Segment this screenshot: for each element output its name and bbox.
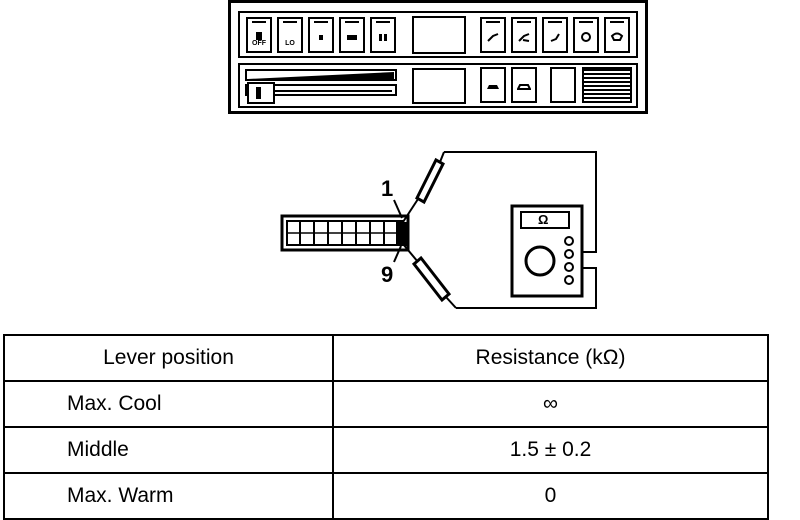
resistance-cell: ∞ — [332, 380, 769, 428]
panel-lever-row — [238, 63, 638, 108]
lever-cell: Middle — [3, 426, 334, 474]
indicator-mark — [579, 21, 593, 23]
resistance-table: Lever position Resistance (kΩ) Max. Cool… — [3, 334, 769, 520]
indicator-mark — [252, 21, 266, 23]
foot-defrost-icon — [581, 32, 591, 42]
test-probe-bottom — [402, 243, 597, 309]
fan-2-icon — [319, 35, 323, 40]
vent-grille — [582, 67, 632, 103]
fan-off-button[interactable]: OFF — [246, 17, 272, 53]
meter-jack — [564, 262, 574, 272]
indicator-mark — [486, 21, 500, 23]
mode-vent-button[interactable] — [480, 17, 506, 53]
ohmmeter — [510, 204, 584, 298]
indicator-mark — [314, 21, 328, 23]
fresh-air-icon — [487, 85, 499, 89]
ohmmeter-connection-diagram — [280, 151, 597, 309]
indicator-mark — [517, 21, 531, 23]
header-resistance: Resistance (kΩ) — [332, 334, 769, 382]
indicator-mark — [610, 21, 624, 23]
table-header-row: Lever position Resistance (kΩ) — [3, 334, 769, 382]
meter-jack — [564, 236, 574, 246]
foot-icon — [550, 33, 560, 42]
mode-bi-level-button[interactable] — [511, 17, 537, 53]
bi-level-icon — [518, 33, 530, 42]
table-row: Max. Cool ∞ — [3, 380, 769, 428]
recirculate-icon — [517, 84, 531, 90]
fan-off-label: OFF — [252, 40, 266, 47]
table-row: Max. Warm 0 — [3, 472, 769, 520]
table-row: Middle 1.5 ± 0.2 — [3, 426, 769, 474]
fresh-air-button[interactable] — [480, 67, 506, 103]
meter-jack — [564, 275, 574, 285]
vent-icon — [487, 33, 499, 42]
fan-hi-button[interactable] — [370, 17, 396, 53]
fan-3-icon — [347, 35, 357, 40]
defrost-icon — [610, 32, 624, 41]
indicator-mark — [345, 21, 359, 23]
header-lever-position: Lever position — [3, 334, 334, 382]
ohm-icon: Ω — [538, 212, 549, 227]
resistance-cell: 1.5 ± 0.2 — [332, 426, 769, 474]
pin-9-pointer — [393, 245, 402, 263]
indicator-mark — [548, 21, 562, 23]
indicator-mark — [376, 21, 390, 23]
pin-1-label: 1 — [381, 176, 394, 201]
mode-foot-defrost-button[interactable] — [573, 17, 599, 53]
temperature-lever-track — [245, 69, 397, 104]
meter-display — [520, 211, 570, 229]
test-probe-top — [402, 151, 597, 253]
fan-hi-icon — [379, 34, 387, 41]
heater-control-panel: OFF LO — [228, 0, 648, 114]
indicator-mark — [283, 21, 297, 23]
meter-dial — [524, 245, 556, 277]
pin-1-pointer — [393, 199, 403, 219]
fan-off-icon — [256, 32, 262, 40]
lever-cell: Max. Cool — [3, 380, 334, 428]
fan-lo-button[interactable]: LO — [277, 17, 303, 53]
panel-slot — [550, 67, 576, 103]
mode-defrost-button[interactable] — [604, 17, 630, 53]
lever-window — [412, 68, 466, 104]
meter-jack — [564, 249, 574, 259]
fan-3-button[interactable] — [339, 17, 365, 53]
lever-cell: Max. Warm — [3, 472, 334, 520]
resistance-cell: 0 — [332, 472, 769, 520]
display-window — [412, 16, 466, 54]
pin-9-label: 9 — [381, 262, 394, 287]
fan-lo-label: LO — [285, 40, 295, 47]
mode-foot-button[interactable] — [542, 17, 568, 53]
recirculate-button[interactable] — [511, 67, 537, 103]
connector — [280, 214, 410, 252]
fan-2-button[interactable] — [308, 17, 334, 53]
panel-button-row: OFF LO — [238, 11, 638, 58]
